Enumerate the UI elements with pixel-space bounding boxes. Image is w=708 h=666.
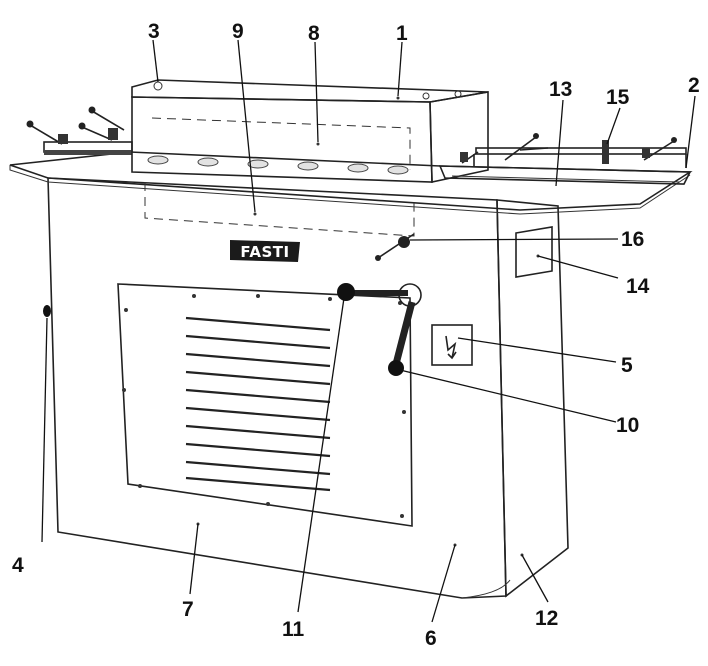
fasti-logo-text: FASTI <box>240 243 289 261</box>
machine-illustration: FASTI <box>9 79 693 599</box>
fasti-logo: FASTI <box>230 240 300 262</box>
switch-box <box>431 324 473 366</box>
callout-11: 11 <box>282 618 305 641</box>
callout-4: 4 <box>12 554 24 577</box>
callout-16: 16 <box>621 228 644 251</box>
crank-handle <box>337 283 422 376</box>
side-window <box>515 226 553 278</box>
callout-8: 8 <box>308 22 320 45</box>
roller-housing <box>131 79 489 183</box>
callout-labels: 3 9 8 1 13 15 2 16 14 5 10 4 7 11 6 12 <box>12 20 700 650</box>
callout-12: 12 <box>535 607 558 630</box>
callout-9: 9 <box>232 20 244 43</box>
hidden-roller-outline <box>144 182 415 237</box>
callout-13: 13 <box>549 78 572 101</box>
worktable-edge <box>9 165 691 215</box>
cabinet-side <box>496 199 569 598</box>
callout-2: 2 <box>688 74 700 97</box>
callout-14: 14 <box>626 275 650 298</box>
worktable <box>9 151 693 211</box>
callout-1: 1 <box>396 22 408 45</box>
left-guide-rails <box>26 106 133 155</box>
cabinet-corner <box>461 579 511 599</box>
callout-15: 15 <box>606 86 630 109</box>
callout-7: 7 <box>182 598 194 621</box>
callout-6: 6 <box>425 627 437 650</box>
adjustment-knob <box>375 233 415 261</box>
side-knob <box>43 305 51 317</box>
access-panel <box>117 283 413 527</box>
callout-10: 10 <box>616 414 639 437</box>
callout-5: 5 <box>621 354 633 377</box>
vent-louvers <box>185 316 331 492</box>
right-guide-rails <box>438 133 692 185</box>
callout-3: 3 <box>148 20 160 43</box>
leader-lines <box>41 39 696 623</box>
cabinet-front <box>47 177 507 599</box>
